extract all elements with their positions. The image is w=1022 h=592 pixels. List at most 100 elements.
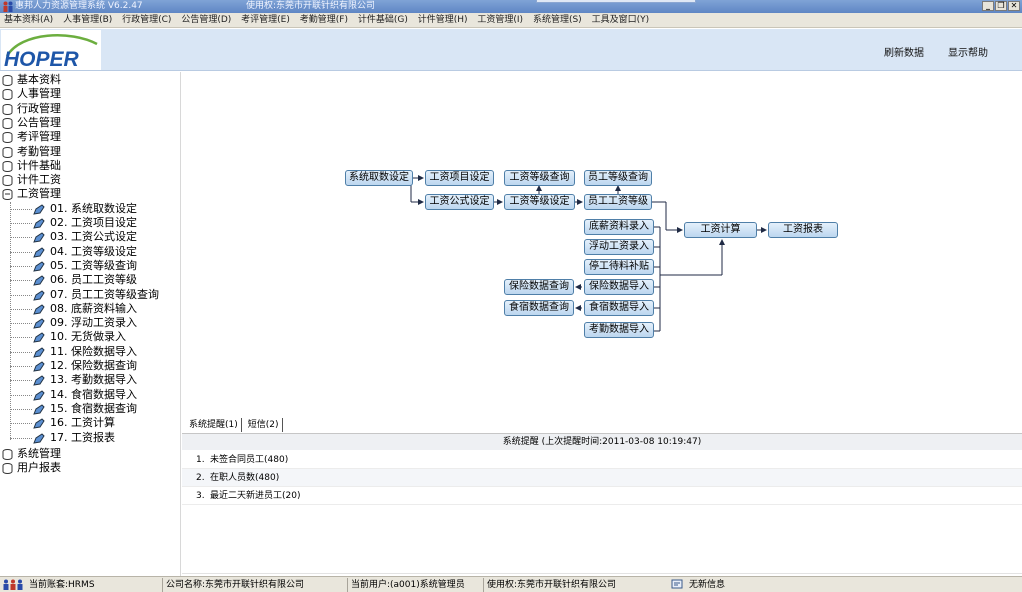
database-icon (2, 146, 13, 158)
tree-label: 基本资料 (17, 73, 61, 86)
reminder-number: 1. (196, 455, 205, 465)
flow-connectors (410, 175, 767, 332)
status-company: 公司名称:东莞市开联针织有限公司 (162, 578, 346, 592)
pencil-icon (33, 418, 45, 429)
menu-piece-basis[interactable]: 计件基础(G) (357, 15, 408, 25)
window-title: 惠邦人力资源管理系统 V6.2.47 (15, 1, 143, 11)
users-icon (3, 579, 23, 590)
menu-personnel[interactable]: 人事管理(B) (63, 15, 113, 25)
show-help-button[interactable]: 显示帮助 (948, 48, 988, 59)
pencil-icon (33, 347, 45, 358)
menu-attendance[interactable]: 考勤管理(F) (299, 15, 348, 25)
tree-child-label: 05. 工资等级查询 (50, 258, 137, 272)
reminder-number: 2. (196, 473, 205, 483)
refresh-data-button[interactable]: 刷新数据 (884, 48, 924, 59)
pencil-icon (33, 204, 45, 215)
menu-system[interactable]: 系统管理(S) (532, 15, 582, 25)
menu-salary[interactable]: 工资管理(I) (477, 15, 524, 25)
pencil-icon (33, 318, 45, 329)
flow-node-base-salary-input[interactable]: 底薪资料录入 (584, 219, 654, 235)
tree-child-label: 13. 考勤数据导入 (50, 373, 137, 387)
close-button[interactable]: ✕ (1008, 1, 1020, 11)
pencil-icon (33, 432, 45, 444)
pencil-icon (33, 375, 45, 386)
flow-node-attendance-import[interactable]: 考勤数据导入 (584, 322, 654, 338)
pencil-icon (33, 275, 45, 286)
tree-connector-line (10, 202, 11, 440)
flow-node-board-query[interactable]: 食宿数据查询 (504, 300, 574, 316)
flow-node-float-salary-input[interactable]: 浮动工资录入 (584, 239, 654, 255)
reminder-text: 最近二天新进员工(20) (210, 491, 301, 501)
tree-label: 考评管理 (17, 130, 61, 144)
status-message[interactable]: 无新信息 (689, 580, 726, 590)
status-account: 当前账套:HRMS (29, 580, 95, 590)
salary-flow-diagram: 系统取数设定 工资项目设定 工资公式设定 工资等级查询 工资等级设定 员工等级查… (182, 72, 1022, 417)
reminder-empty-area (182, 508, 1022, 574)
tree-child-label: 12. 保险数据查询 (50, 359, 137, 372)
reminder-item[interactable]: 1. 未签合同员工(480) (182, 451, 1022, 469)
tab-system-reminder[interactable]: 系统提醒(1) (186, 418, 242, 432)
reminder-item[interactable]: 3. 最近二天新进员工(20) (182, 487, 1022, 505)
pencil-icon (33, 361, 45, 372)
tree-child-label: 08. 底薪资料输入 (50, 301, 137, 315)
tree-child-label: 14. 食宿数据导入 (50, 387, 137, 401)
database-icon (2, 463, 13, 474)
tree-label: 考勤管理 (17, 144, 61, 158)
logo-text: HOPER (4, 48, 80, 70)
database-icon (2, 160, 13, 172)
pencil-icon (33, 304, 45, 315)
tree-label: 工资管理 (17, 187, 61, 201)
menu-basic-info[interactable]: 基本资料(A) (4, 15, 54, 25)
flow-node-level-setting[interactable]: 工资等级设定 (504, 194, 575, 210)
database-icon (2, 175, 13, 187)
tree-label: 人事管理 (17, 87, 61, 101)
menu-tools-window[interactable]: 工具及窗口(Y) (591, 15, 650, 25)
pencil-icon (33, 332, 45, 344)
tree-child-label: 16. 工资计算 (50, 416, 115, 430)
flow-node-salary-report[interactable]: 工资报表 (768, 222, 838, 238)
tab-sms[interactable]: 短信(2) (245, 418, 283, 432)
pencil-icon (33, 246, 45, 258)
flow-node-board-import[interactable]: 食宿数据导入 (584, 300, 654, 316)
tree-child-label: 02. 工资项目设定 (50, 216, 137, 229)
title-bar: 惠邦人力资源管理系统 V6.2.47 使用权:东莞市开联针织有限公司 _ ❐ ✕ (0, 0, 1022, 13)
minimize-button[interactable]: _ (982, 1, 994, 11)
flow-node-stop-work-subsidy[interactable]: 停工待料补贴 (584, 259, 654, 275)
menu-piece-management[interactable]: 计件管理(H) (417, 15, 468, 25)
flow-node-salary-calc[interactable]: 工资计算 (684, 222, 757, 238)
menu-evaluation[interactable]: 考评管理(E) (241, 15, 290, 25)
status-bar: 当前账套:HRMS 公司名称:东莞市开联针织有限公司 当前用户:(a001)系统… (0, 576, 1022, 592)
hoper-logo: HOPER (1, 30, 101, 70)
menu-announcement[interactable]: 公告管理(D) (181, 15, 232, 25)
reminder-text: 在职人员数(480) (210, 473, 280, 483)
reminder-header: 系统提醒 (上次提醒时间:2011-03-08 10:19:47) (182, 434, 1022, 450)
message-icon (671, 579, 683, 589)
flow-node-emp-level-query[interactable]: 员工等级查询 (584, 170, 652, 186)
tree-child-label: 07. 员工工资等级查询 (50, 287, 159, 301)
tree-child-label: 01. 系统取数设定 (50, 201, 137, 215)
main-panel: 系统取数设定 工资项目设定 工资公式设定 工资等级查询 工资等级设定 员工等级查… (182, 72, 1022, 576)
database-icon (2, 75, 13, 86)
tab-divider (182, 433, 1022, 434)
reminder-item[interactable]: 2. 在职人员数(480) (182, 469, 1022, 487)
flow-node-insurance-query[interactable]: 保险数据查询 (504, 279, 574, 295)
menu-bar: 基本资料(A) 人事管理(B) 行政管理(C) 公告管理(D) 考评管理(E) … (0, 13, 1022, 28)
database-icon (2, 89, 13, 101)
flow-node-system-fetch[interactable]: 系统取数设定 (345, 170, 413, 186)
tree-child-label: 09. 浮动工资录入 (50, 316, 137, 330)
flow-node-formula-setting[interactable]: 工资公式设定 (425, 194, 494, 210)
pencil-icon (33, 261, 45, 272)
menu-administration[interactable]: 行政管理(C) (122, 15, 172, 25)
bottom-tabs: 系统提醒(1)短信(2) (186, 418, 286, 432)
flow-node-level-query[interactable]: 工资等级查询 (504, 170, 575, 186)
flow-node-emp-level[interactable]: 员工工资等级 (584, 194, 652, 210)
tree-child-label: 15. 食宿数据查询 (50, 401, 137, 415)
flow-node-insurance-import[interactable]: 保险数据导入 (584, 279, 654, 295)
database-icon (2, 448, 13, 460)
restore-button[interactable]: ❐ (995, 1, 1007, 11)
flow-node-item-setting[interactable]: 工资项目设定 (425, 170, 494, 186)
database-icon (2, 103, 13, 115)
tree-child-label: 03. 工资公式设定 (50, 230, 137, 244)
status-user: 当前用户:(a001)系统管理员 (347, 578, 482, 592)
